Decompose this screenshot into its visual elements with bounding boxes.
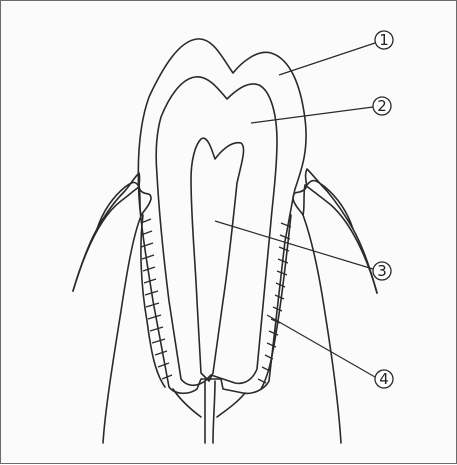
tooth-dentin bbox=[156, 77, 277, 385]
label-2-text: 2 bbox=[377, 97, 387, 115]
leader-line-1 bbox=[279, 43, 375, 75]
label-1-text: 1 bbox=[379, 31, 389, 49]
jaw-bone-right bbox=[303, 185, 377, 443]
ligament-right-outer bbox=[261, 215, 291, 389]
tooth-pulp bbox=[191, 138, 244, 381]
jaw-bone-left bbox=[73, 187, 141, 443]
gingiva-right bbox=[293, 169, 377, 293]
label-2: 2 bbox=[373, 97, 391, 115]
ligament-hatching-left bbox=[141, 219, 172, 379]
label-4: 4 bbox=[375, 370, 393, 388]
label-3: 3 bbox=[373, 262, 391, 280]
root-base-right bbox=[217, 393, 245, 417]
gingiva-left-inner bbox=[97, 182, 139, 229]
label-1: 1 bbox=[375, 31, 393, 49]
root-canal-line-right bbox=[213, 381, 215, 443]
leader-line-2 bbox=[251, 107, 373, 123]
label-3-text: 3 bbox=[377, 262, 387, 280]
label-4-text: 4 bbox=[379, 370, 389, 388]
leader-line-4 bbox=[267, 315, 375, 377]
tooth-outer-enamel bbox=[138, 39, 306, 394]
